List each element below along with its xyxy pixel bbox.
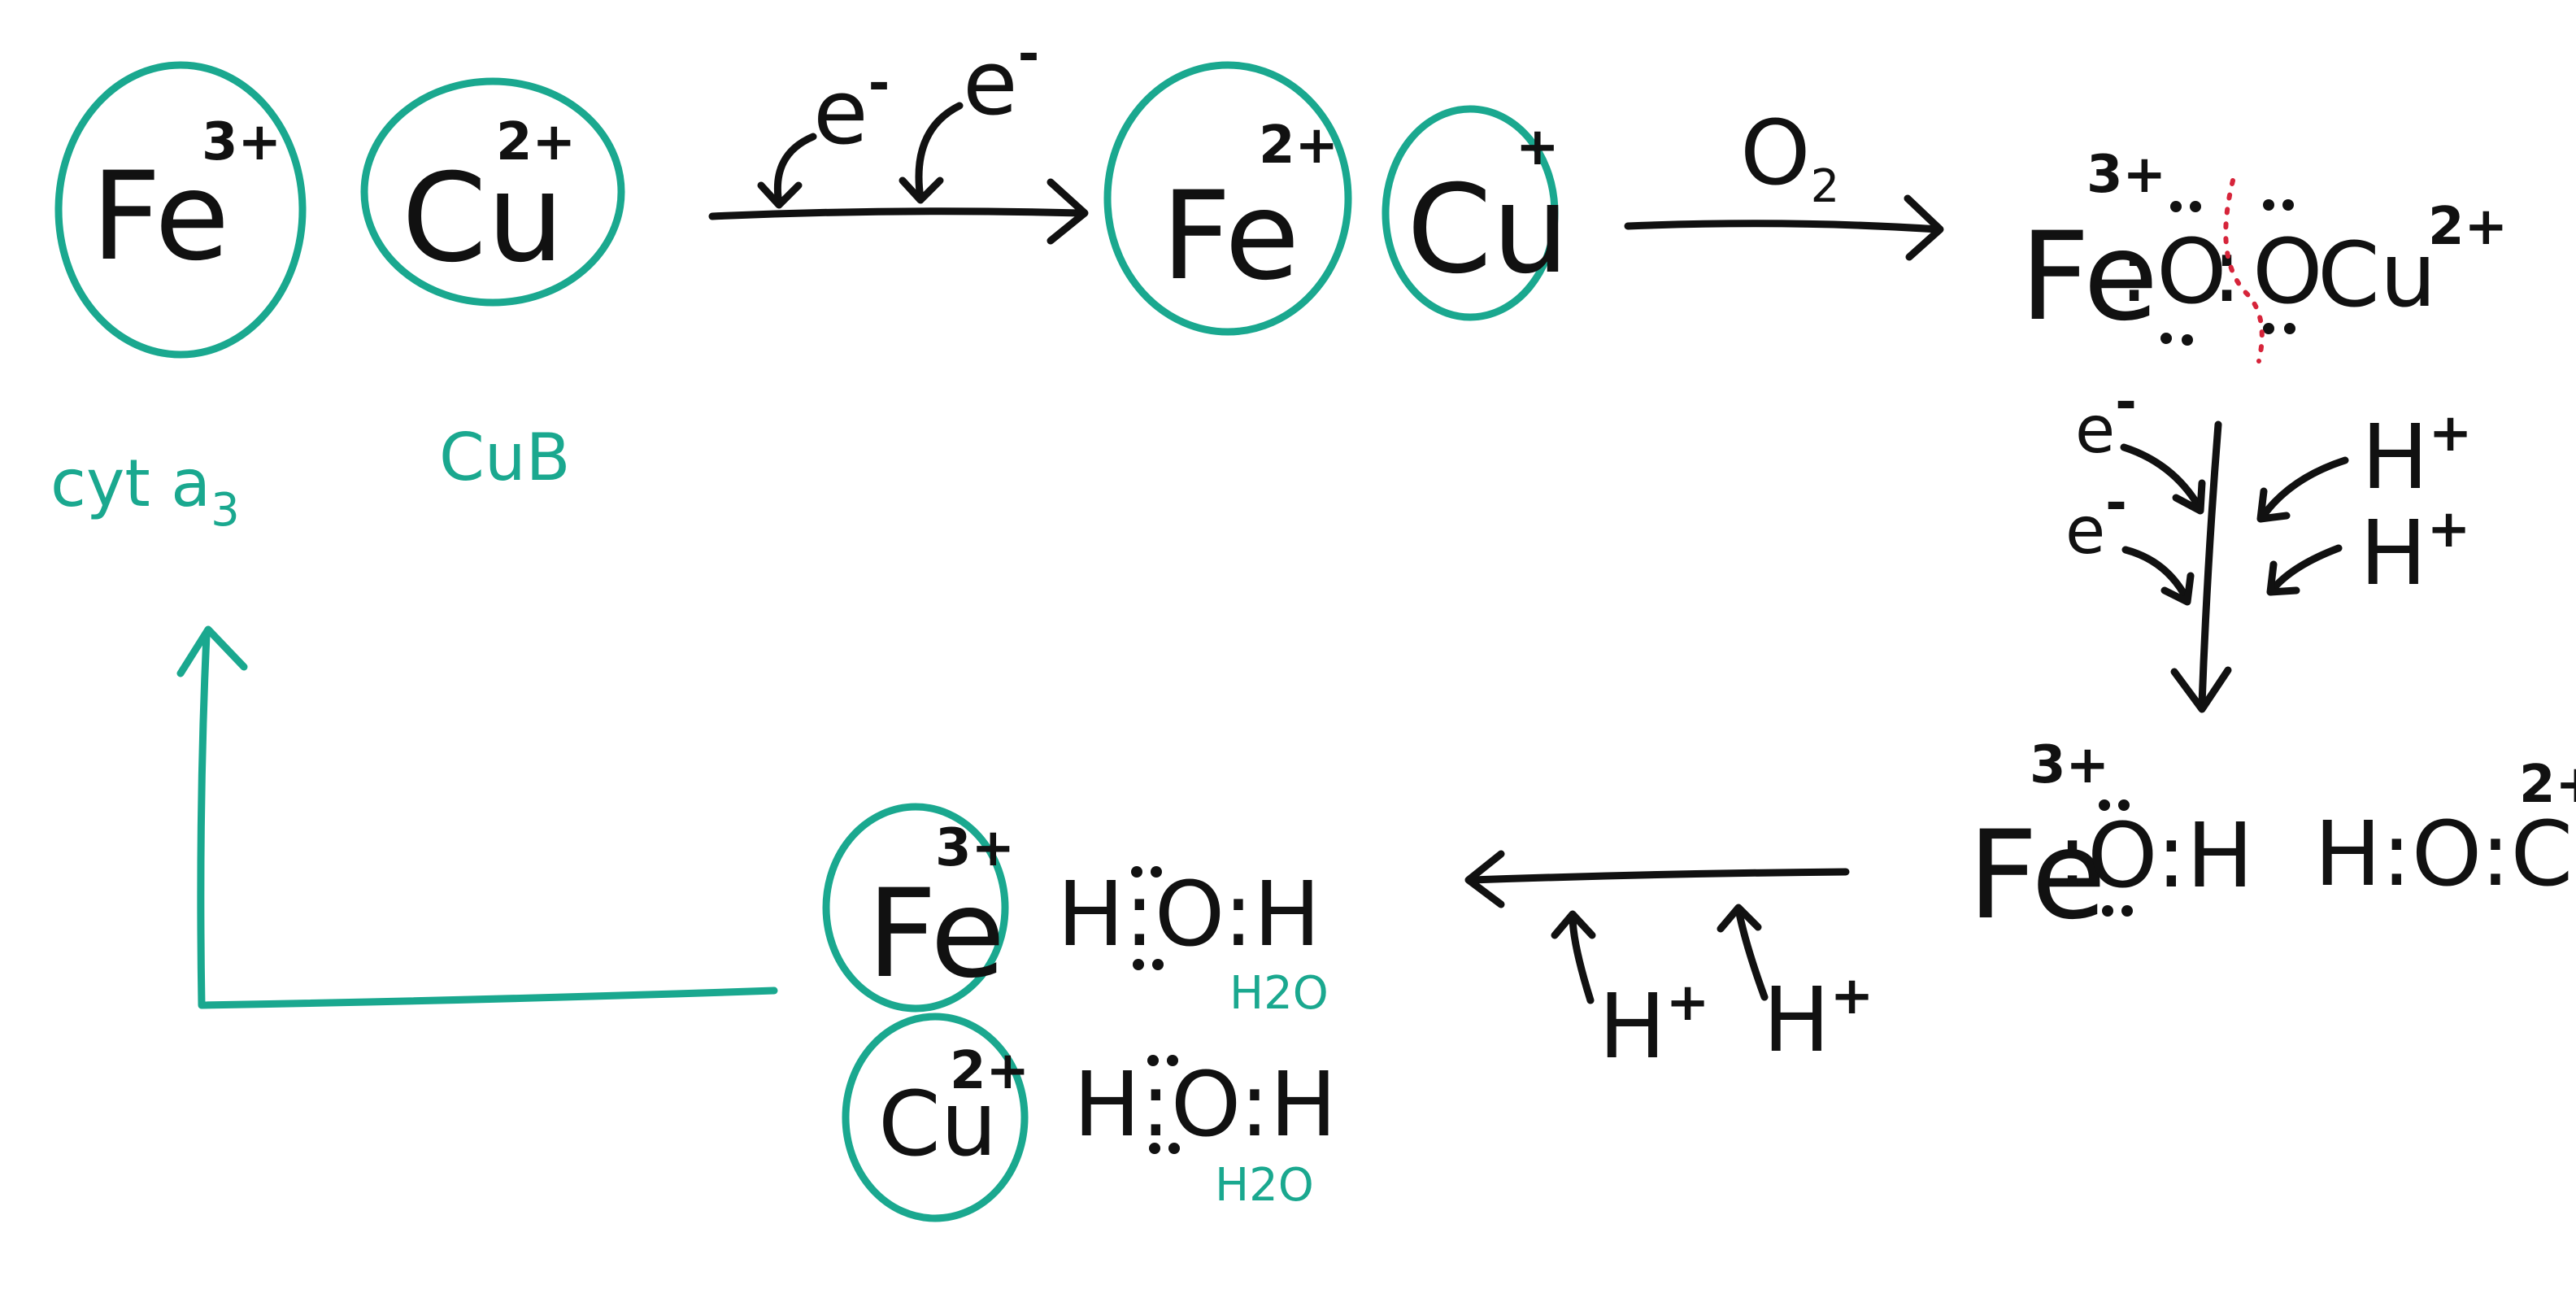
electron-arrow-2 xyxy=(915,102,964,203)
state-4: Fe 3+ :O:H H:O:Cu 2+ xyxy=(1968,735,2576,947)
fe-site-label: cyt a3 xyxy=(50,446,240,537)
reaction-arrow-shaft xyxy=(708,207,1086,220)
oxygen-1: O xyxy=(2156,220,2227,324)
hydroxide-group: :O:H xyxy=(2057,804,2253,908)
cu-symbol: Cu xyxy=(2317,223,2437,327)
cu-charge: 2+ xyxy=(950,1041,1029,1101)
proton-arrow-2 xyxy=(2268,544,2343,595)
state-3: Fe 3+ : O : O Cu 2+ xyxy=(2020,145,2508,364)
electron-arrow-2 xyxy=(2121,546,2191,604)
state-5: Fe 3+ H:O:H H2O Cu 2+ H:O:H H2O xyxy=(822,803,1337,1222)
reaction-arrow-shaft xyxy=(1624,220,1943,233)
fe-circle xyxy=(822,803,1009,1013)
bond-cleavage-dotted-line xyxy=(2223,178,2265,364)
cu-charge: 2+ xyxy=(2428,197,2508,257)
o2-label: O2 xyxy=(1740,101,1839,213)
return-arrow-shaft xyxy=(197,630,778,1009)
fe-charge: 3+ xyxy=(202,112,281,172)
water-2-label: H2O xyxy=(1215,1159,1314,1212)
fe-charge: 3+ xyxy=(2086,145,2166,205)
electron-arrow-1 xyxy=(2120,443,2204,513)
cu-circle xyxy=(1382,105,1559,321)
water-cu-group: H:O:Cu xyxy=(2314,802,2576,906)
proton-label-1: H+ xyxy=(1599,973,1709,1078)
step-3-arrow: e- e- H+ H+ xyxy=(2065,372,2472,713)
cu-circle xyxy=(360,77,625,307)
cu-charge: + xyxy=(1516,117,1560,177)
proton-arrow-2 xyxy=(1734,905,1769,1001)
water-2: H:O:H xyxy=(1073,1052,1337,1156)
step-1-arrow: e- e- xyxy=(708,24,1089,245)
fe-charge: 3+ xyxy=(2030,735,2109,795)
step-4-arrow: H+ H+ xyxy=(1464,850,1873,1078)
colon: : xyxy=(2212,218,2242,322)
fe-symbol: Fe xyxy=(1161,166,1299,307)
lone-pair-dots xyxy=(2160,199,2295,346)
state-1: Fe 3+ Cu 2+ cyt a3 CuB xyxy=(50,61,625,537)
reaction-arrow-head xyxy=(1464,850,1505,908)
water-1: H:O:H xyxy=(1057,862,1321,966)
cu-charge: 2+ xyxy=(496,112,576,172)
fe-circle xyxy=(54,61,307,359)
fe-symbol: Fe xyxy=(867,864,1005,1005)
fe-charge: 2+ xyxy=(1259,115,1338,176)
proton-label-2: H+ xyxy=(1763,966,1873,1072)
reaction-arrow-head xyxy=(2170,666,2232,713)
cu-site-label: CuB xyxy=(439,420,570,495)
cu-symbol: Cu xyxy=(402,148,564,290)
cu-circle xyxy=(842,1013,1029,1222)
step-2-arrow: O2 xyxy=(1624,101,1944,261)
water-1-label: H2O xyxy=(1229,967,1329,1020)
fe-circle xyxy=(1103,61,1352,336)
fe-charge: 3+ xyxy=(935,818,1015,878)
oxygen-2: O xyxy=(2252,220,2323,324)
fe-symbol: Fe xyxy=(91,146,229,288)
colon: : xyxy=(2119,218,2149,322)
state-2: Fe 2+ Cu + xyxy=(1103,61,1569,336)
electron-label-2: e- xyxy=(2065,473,2127,568)
fe-symbol: Fe xyxy=(2020,207,2158,348)
reaction-arrow-shaft xyxy=(1468,868,1850,884)
return-arrow xyxy=(176,625,778,1009)
fe-symbol: Fe xyxy=(1968,805,2106,947)
reaction-arrow-head xyxy=(1904,194,1944,261)
proton-label-2: H+ xyxy=(2360,499,2470,605)
proton-arrow-1 xyxy=(2258,456,2349,521)
electron-label-1: e- xyxy=(2075,372,2137,468)
proton-label-1: H+ xyxy=(2361,403,2472,509)
cu-symbol: Cu xyxy=(1407,159,1569,301)
reaction-arrow-shaft xyxy=(2198,420,2222,708)
return-arrow-head xyxy=(176,625,248,677)
electron-arrow-1 xyxy=(773,133,817,207)
electron-label-1: e- xyxy=(813,54,890,164)
cu-charge: 2+ xyxy=(2519,755,2576,815)
reaction-arrow-head xyxy=(1046,178,1089,245)
cu-symbol: Cu xyxy=(878,1072,998,1176)
proton-arrow-1 xyxy=(1569,912,1595,1004)
electron-label-2: e- xyxy=(963,24,1039,135)
